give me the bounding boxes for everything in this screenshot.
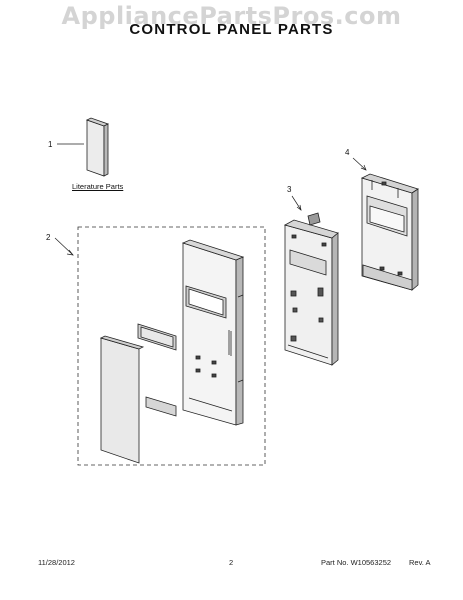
callout-3: 3 [287, 185, 292, 194]
keypad-membrane [99, 335, 145, 464]
literature-booklet [85, 117, 110, 177]
footer-page-number: 2 [229, 558, 234, 567]
callout-2: 2 [46, 233, 51, 242]
footer-revision: Rev. A [409, 558, 431, 567]
literature-parts-label: Literature Parts [72, 182, 124, 191]
assembly-dashed-box [77, 226, 266, 466]
page-title: CONTROL PANEL PARTS [129, 21, 334, 38]
callout-4: 4 [345, 148, 350, 157]
keypad-tail [145, 396, 177, 417]
footer-date: 11/28/2012 [38, 558, 75, 567]
footer-part-number: Part No. W10563252 [321, 558, 392, 567]
control-panel-front [181, 239, 245, 426]
mounting-bracket [360, 173, 419, 291]
watermark-logo: AppliancePartsPros.com [61, 2, 402, 30]
callout-1: 1 [48, 140, 53, 149]
display-window [137, 323, 177, 351]
control-board [283, 212, 339, 366]
